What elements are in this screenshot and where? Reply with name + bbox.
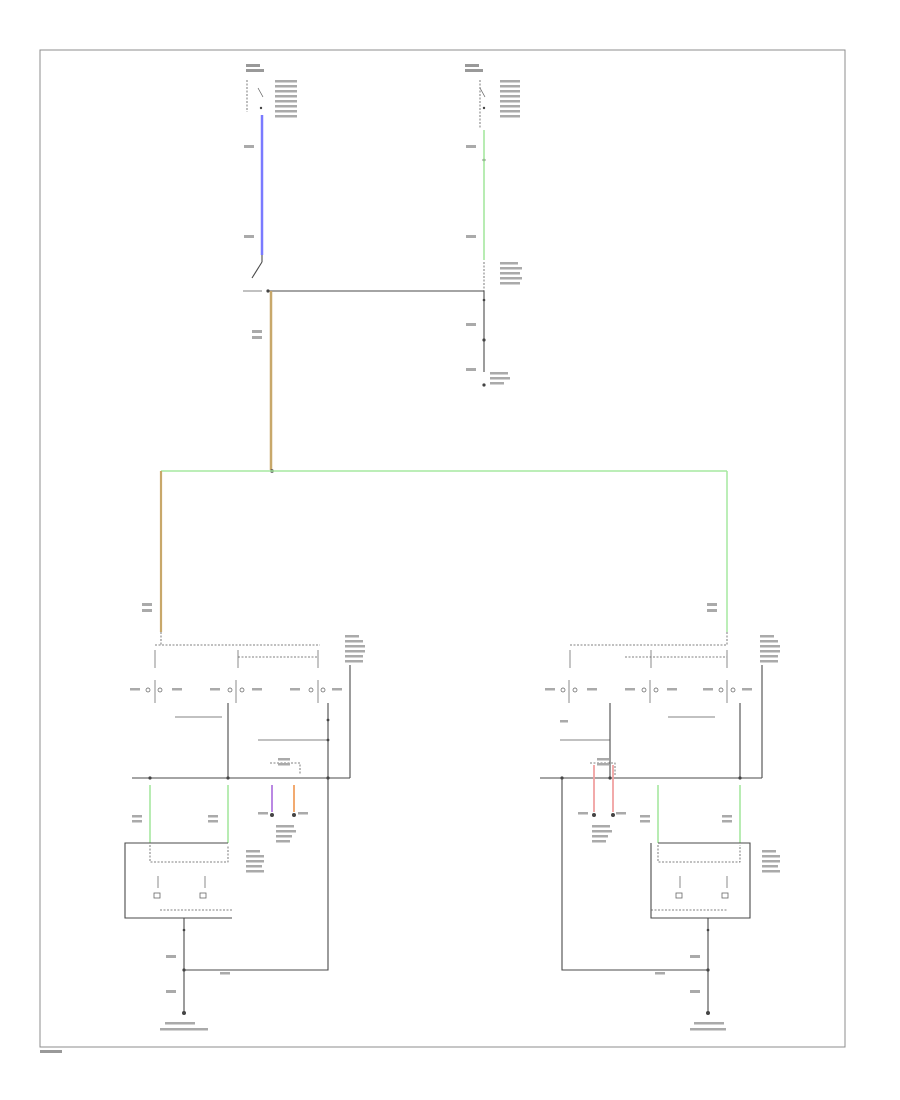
- diagram-frame: [39, 49, 846, 1048]
- right-bus-node-3: [738, 776, 742, 780]
- wire-label-d: [466, 235, 476, 238]
- wire-label-e: [252, 330, 262, 333]
- wire-label-b: [244, 235, 254, 238]
- left-bus-node-2: [226, 776, 230, 780]
- wire-label-a: [244, 145, 254, 148]
- fuse-hot-at-all-times: [246, 64, 297, 118]
- figure-id-mark: [40, 1050, 62, 1053]
- fuse-hot-in-run: [465, 64, 520, 162]
- right-front-window-motor: [640, 785, 780, 919]
- wire-label-j: [707, 609, 717, 612]
- right-bus-node-2: [608, 776, 612, 780]
- wire-label-h: [142, 609, 152, 612]
- right-power-window-switch: [545, 632, 780, 778]
- right-window-lock-indicator: [578, 758, 626, 843]
- wire-label-c: [466, 145, 476, 148]
- left-front-window-motor: [124, 785, 264, 919]
- left-power-window-switch: [130, 632, 365, 778]
- left-window-lock-indicator: [258, 758, 308, 843]
- right-ground-point: [561, 778, 726, 1031]
- fuse-hot-in-run-label: [465, 64, 520, 118]
- left-bus-node-1: [148, 776, 152, 780]
- fuse-hot-at-all-times-label: [246, 64, 297, 118]
- power-window-relay: [243, 255, 522, 293]
- left-ground-point: [160, 778, 329, 1031]
- relay-ground: [466, 291, 510, 387]
- wire-label-i: [707, 603, 717, 606]
- wire-label-g: [142, 603, 152, 606]
- wire-label-f: [252, 336, 262, 339]
